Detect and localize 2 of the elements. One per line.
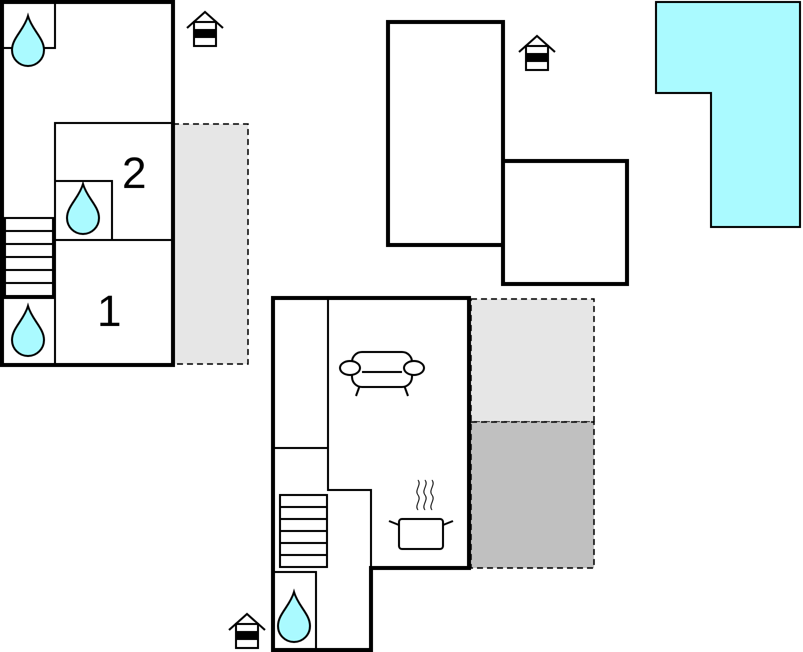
- room-number: 1: [97, 290, 122, 334]
- room-number: 2: [122, 152, 146, 196]
